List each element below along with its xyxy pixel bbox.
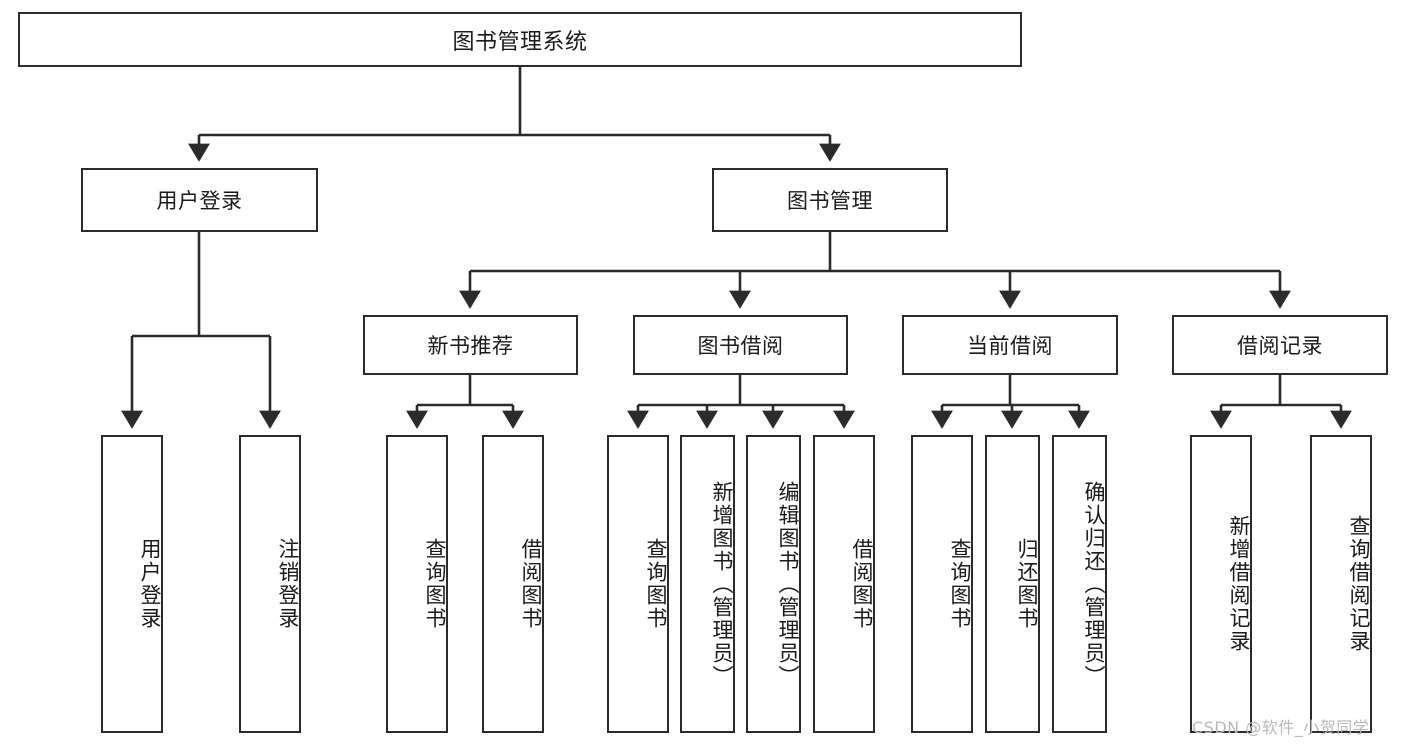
leaf-query-book-recommend[interactable]: 查询图书	[386, 435, 448, 733]
node-borrow-record[interactable]: 借阅记录	[1172, 315, 1388, 375]
leaf-add-book-admin[interactable]: 新增图书（管理员）	[680, 435, 735, 733]
leaf-confirm-return-admin[interactable]: 确认归还（管理员）	[1052, 435, 1107, 733]
leaf-borrow-book[interactable]: 借阅图书	[813, 435, 875, 733]
leaf-logout[interactable]: 注销登录	[239, 435, 301, 733]
node-book-management[interactable]: 图书管理	[712, 168, 948, 232]
node-root-system[interactable]: 图书管理系统	[18, 12, 1022, 67]
watermark-text: CSDN @软件_小贺同学	[1192, 718, 1370, 737]
leaf-query-borrow-record[interactable]: 查询借阅记录	[1310, 435, 1372, 733]
leaf-query-book-current[interactable]: 查询图书	[911, 435, 973, 733]
leaf-edit-book-admin[interactable]: 编辑图书（管理员）	[746, 435, 801, 733]
leaf-user-login[interactable]: 用户登录	[101, 435, 163, 733]
leaf-query-book[interactable]: 查询图书	[607, 435, 669, 733]
node-book-borrow[interactable]: 图书借阅	[633, 315, 848, 375]
leaf-add-borrow-record[interactable]: 新增借阅记录	[1190, 435, 1252, 733]
leaf-borrow-book-recommend[interactable]: 借阅图书	[482, 435, 544, 733]
node-current-borrow[interactable]: 当前借阅	[902, 315, 1118, 375]
leaf-return-book[interactable]: 归还图书	[985, 435, 1040, 733]
node-new-book-recommend[interactable]: 新书推荐	[363, 315, 578, 375]
node-user-login[interactable]: 用户登录	[81, 168, 318, 232]
